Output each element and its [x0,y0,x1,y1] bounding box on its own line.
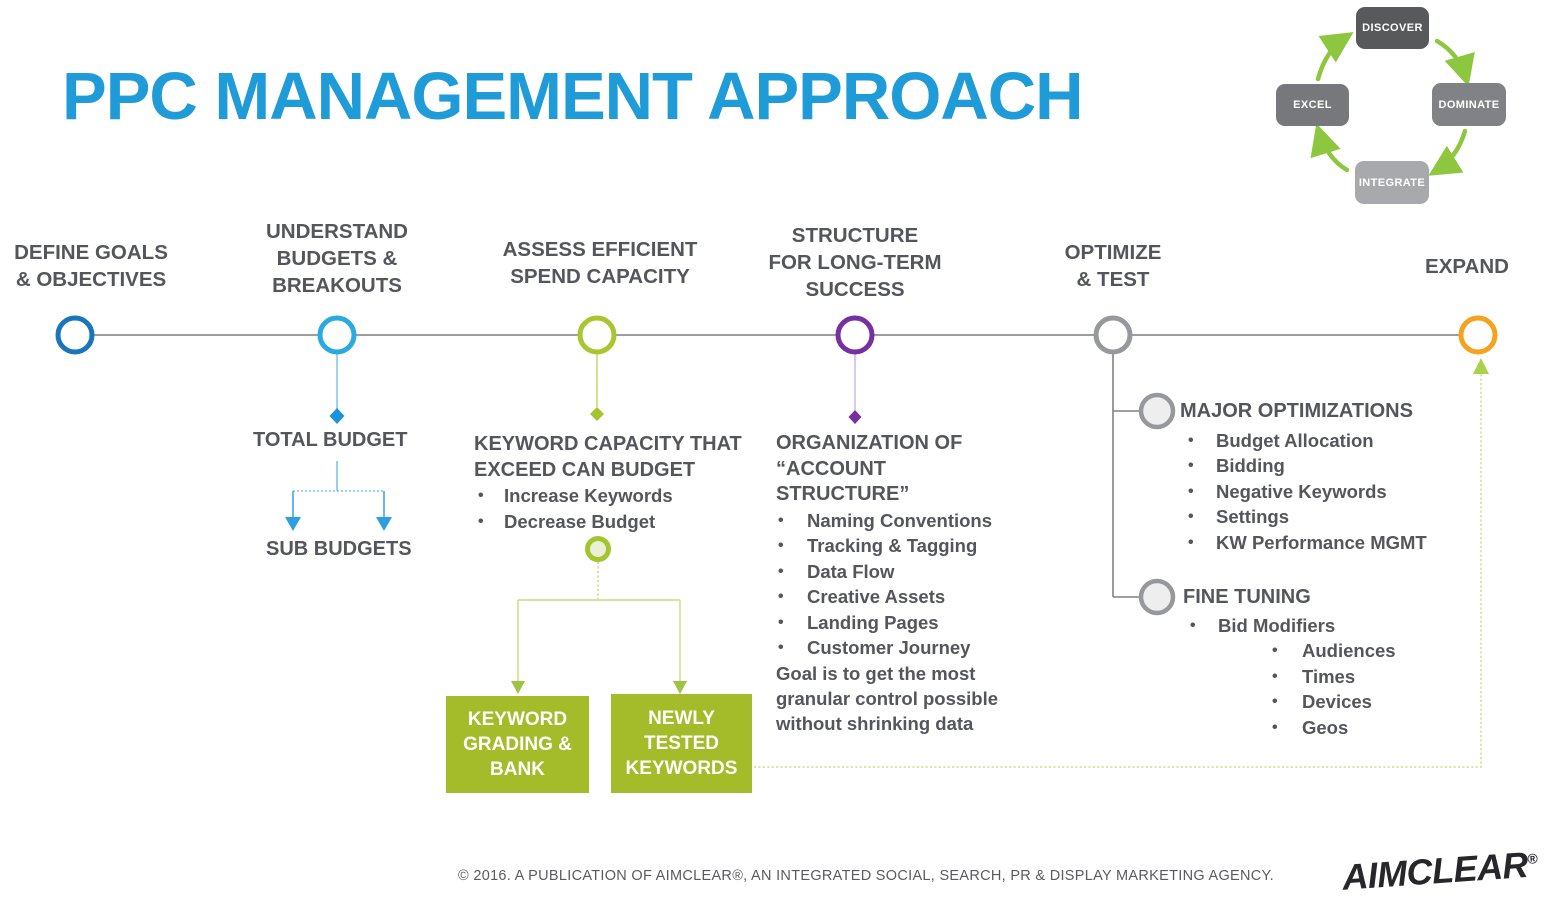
major-optimizations-section: MAJOR OPTIMIZATIONS Budget AllocationBid… [1180,399,1510,555]
major-optimization-bullet: Settings [1180,504,1510,530]
cycle-box-dominate: DOMINATE [1432,83,1506,126]
capacity-diamond [590,407,604,421]
cycle-arrow-dominate-to-integrate [1428,128,1468,176]
aimclear-logo-text: AIMCLEAR [1340,843,1530,898]
major-optimizations-node [1138,392,1176,430]
capacity-bullet: Increase Keywords [474,483,784,509]
cycle-box-integrate: INTEGRATE [1355,161,1429,204]
node-define-goals [55,315,95,355]
budgets-arrowhead-right [376,517,392,531]
capacity-bullet: Decrease Budget [474,509,784,535]
sub-budgets-label: SUB BUDGETS [266,538,412,560]
fine-tuning-bullet: Bid Modifiers [1183,613,1513,639]
cycle-diagram: DISCOVER DOMINATE INTEGRATE EXCEL [0,0,1547,220]
bid-modifier-bullet: Devices [1183,689,1513,715]
copyright-text: © 2016. A PUBLICATION OF AIMCLEAR®, AN I… [458,868,1274,884]
node-structure-success [835,315,875,355]
structure-bullet-list: Naming ConventionsTracking & TaggingData… [776,508,1046,661]
node-optimize-test [1093,315,1133,355]
structure-diamond [848,410,862,424]
cycle-box-discover: DISCOVER [1356,7,1429,49]
stage-label-optimize-test: OPTIMIZE& TEST [1064,241,1162,291]
structure-bullet: Naming Conventions [776,508,1046,534]
bid-modifier-bullet: Audiences [1183,638,1513,664]
major-optimization-bullet: Bidding [1180,453,1510,479]
fine-tuning-section: FINE TUNING Bid Modifiers AudiencesTimes… [1183,585,1513,740]
cycle-arrow-discover-to-dominate [1434,38,1475,87]
expand-arrowhead [1473,358,1489,374]
budgets-arrowhead-left [285,517,301,531]
stage-label-expand: EXPAND [1425,255,1509,278]
bid-modifier-bullet: Times [1183,664,1513,690]
aimclear-logo: AIMCLEAR® [1341,843,1539,899]
major-optimization-bullet: KW Performance MGMT [1180,530,1510,556]
major-optimization-bullet: Negative Keywords [1180,479,1510,505]
structure-bullet: Data Flow [776,559,1046,585]
cycle-box-excel: EXCEL [1276,84,1349,126]
capacity-arrowhead-left [511,681,525,694]
capacity-bullet-list: Increase KeywordsDecrease Budget [474,483,784,534]
bid-modifiers-sub-list: AudiencesTimesDevicesGeos [1183,638,1513,740]
page-title: PPC MANAGEMENT APPROACH [62,59,1084,134]
fine-tuning-list: Bid Modifiers [1183,613,1513,639]
structure-bullet: Landing Pages [776,610,1046,636]
cycle-arrow-excel-to-discover [1315,32,1354,82]
fine-tuning-node [1138,578,1176,616]
structure-bullet: Creative Assets [776,584,1046,610]
capacity-arrowhead-right [673,681,687,694]
major-optimizations-heading: MAJOR OPTIMIZATIONS [1180,400,1413,422]
major-optimizations-list: Budget AllocationBiddingNegative Keyword… [1180,428,1510,556]
cycle-arrow-integrate-to-excel [1310,123,1350,173]
stage-label-define-goals: DEFINE GOALS& OBJECTIVES [14,241,168,291]
node-expand [1458,315,1498,355]
structure-bullet: Customer Journey [776,635,1046,661]
major-optimization-bullet: Budget Allocation [1180,428,1510,454]
capacity-subnode-circle [585,536,611,562]
fine-tuning-heading: FINE TUNING [1183,586,1311,608]
total-budget-label: TOTAL BUDGET [253,429,408,451]
bid-modifier-bullet: Geos [1183,715,1513,741]
registered-mark: ® [1526,850,1538,867]
node-assess-capacity [577,315,617,355]
budgets-diamond [329,408,345,424]
node-understand-budgets [317,315,357,355]
structure-bullet: Tracking & Tagging [776,533,1046,559]
